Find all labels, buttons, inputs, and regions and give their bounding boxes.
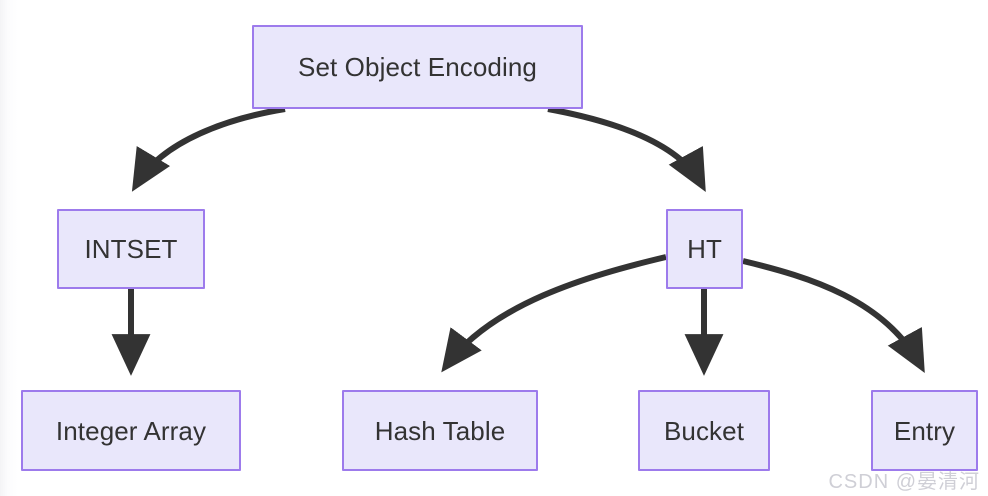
node-label: Set Object Encoding	[298, 52, 537, 82]
node-intset[interactable]: INTSET	[57, 209, 205, 289]
node-label: Bucket	[663, 415, 745, 446]
node-label: Entry	[893, 415, 956, 446]
edge-root-ht	[547, 106, 706, 192]
node-label: Hash Table	[374, 415, 506, 446]
node-entry[interactable]: Entry	[871, 390, 978, 471]
edge-ht-hashtable	[441, 254, 667, 373]
node-bucket[interactable]: Bucket	[638, 390, 770, 471]
edge-ht-entry	[742, 258, 925, 373]
edge-root-intset	[131, 106, 286, 192]
node-set-object-encoding[interactable]: Set Object Encoding	[252, 25, 583, 109]
node-label: Integer Array	[55, 415, 207, 446]
watermark-text: CSDN @晏清河	[828, 471, 980, 493]
node-integer-array[interactable]: Integer Array	[21, 390, 241, 471]
node-ht[interactable]: HT	[666, 209, 743, 289]
node-label: HT	[687, 234, 722, 264]
node-label: INTSET	[84, 234, 178, 264]
node-hash-table[interactable]: Hash Table	[342, 390, 538, 471]
